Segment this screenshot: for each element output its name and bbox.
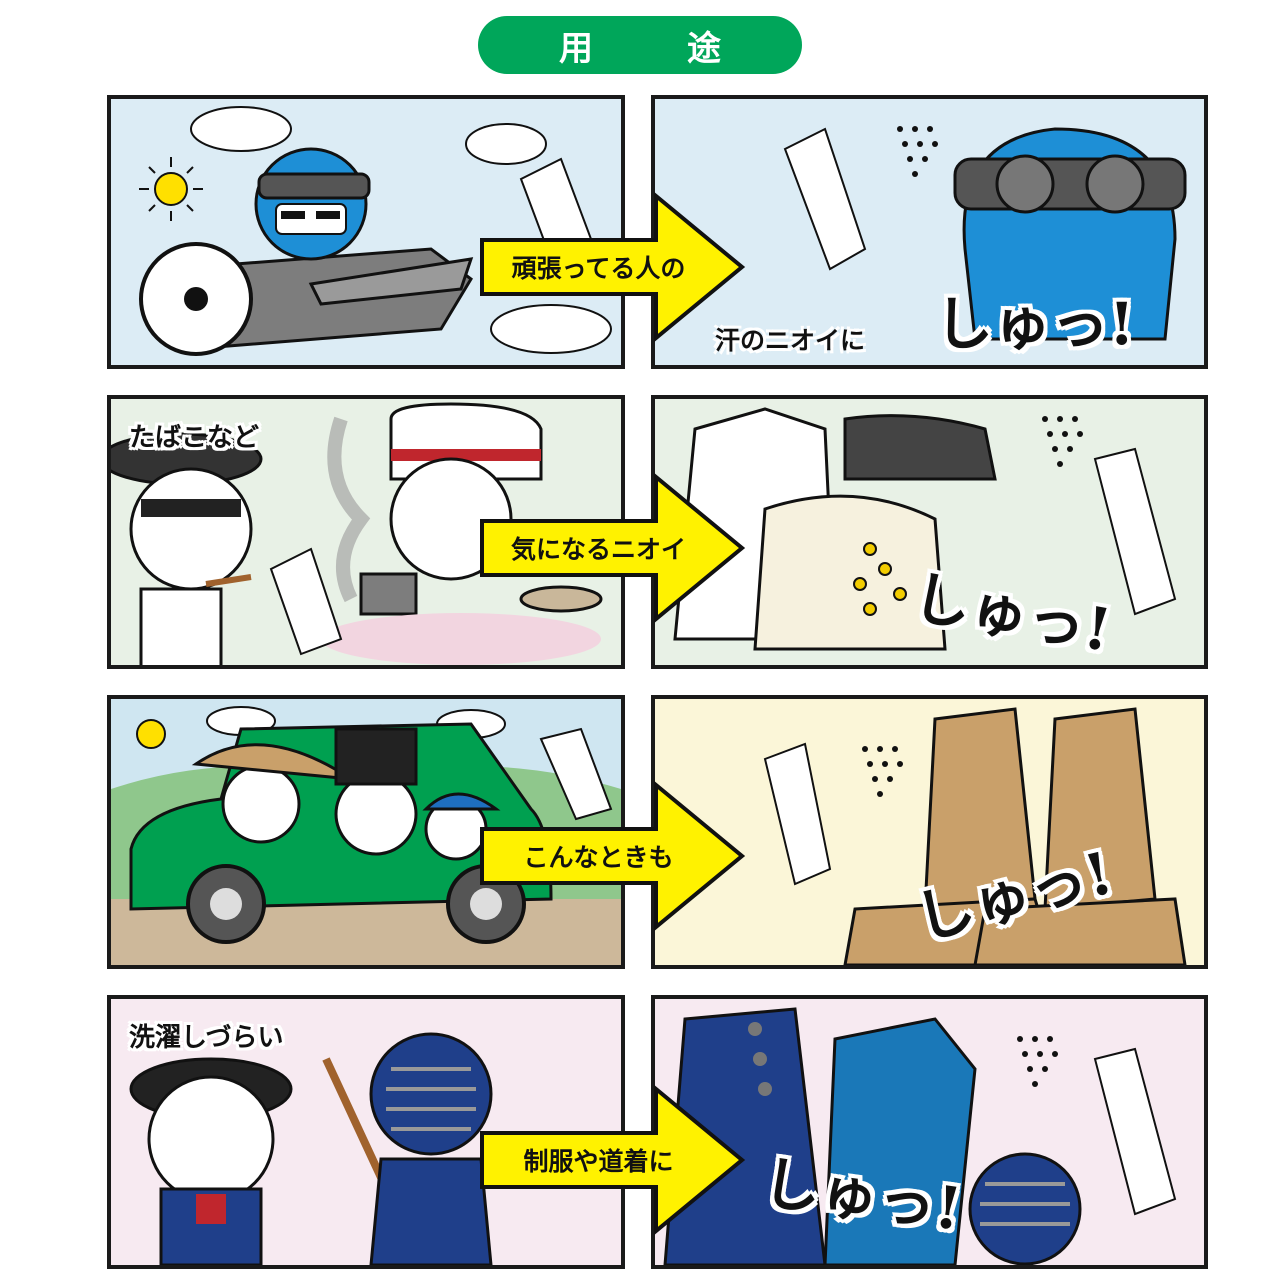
car-trip-illustration [111, 706, 621, 965]
shout-text-row1: しゅっ! [935, 290, 1135, 358]
arrow-row4: 制服や道着に [478, 1085, 748, 1235]
sweat-odor-caption: 汗のニオイに [715, 326, 866, 355]
arrow-row1: 頑張ってる人の [478, 192, 748, 342]
clothes-spray-illustration [673, 407, 1177, 651]
arrow-label-row2: 気になるニオイ [510, 535, 686, 564]
uniform-spray-illustration [663, 1007, 1177, 1265]
pilot-airplane-illustration [139, 106, 612, 356]
car-seat-spray-illustration [763, 707, 1187, 965]
helmet-spray-illustration [783, 126, 1187, 341]
panel-row1-left [107, 95, 625, 369]
panel-row1-right: 汗のニオイに しゅっ! [651, 95, 1208, 369]
arrow-label-row1: 頑張ってる人の [511, 254, 686, 283]
arrow-row2: 気になるニオイ [478, 473, 748, 623]
panel-row3-right: しゅっ! [651, 695, 1208, 969]
arrow-row3: こんなときも [478, 781, 748, 931]
panel-row4-right: しゅっ! [651, 995, 1208, 1269]
hard-to-wash-caption: 洗濯しづらい [129, 1023, 284, 1053]
smoking-chef-illustration [111, 402, 603, 665]
kendo-student-illustration [129, 1032, 493, 1265]
tobacco-caption: たばこなど [129, 423, 260, 453]
arrow-label-row4: 制服や道着に [523, 1147, 674, 1176]
section-title: 用 途 [478, 16, 802, 74]
panel-row2-right: しゅっ! [651, 395, 1208, 669]
arrow-label-row3: こんなときも [523, 843, 674, 872]
panel-row3-left [107, 695, 625, 969]
